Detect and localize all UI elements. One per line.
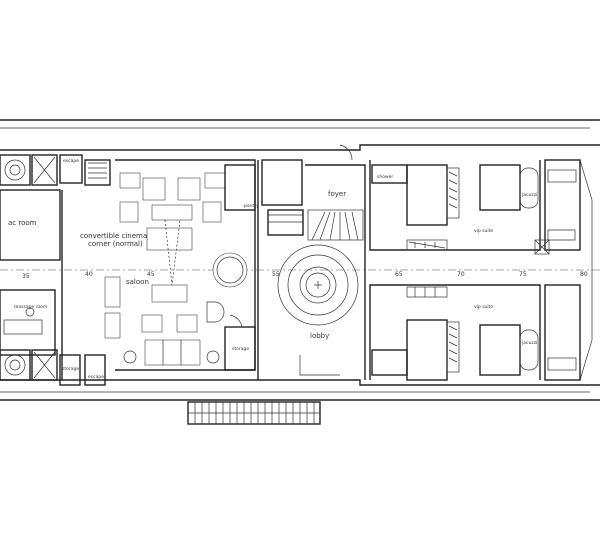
frame-mark: 80	[580, 271, 588, 278]
label-cinema-line2: corner (normal)	[88, 240, 143, 248]
label-jacuzzi-bottom: jacuzzi	[521, 340, 537, 346]
frame-numbers: 35 40 45 55 65 70 75 80	[22, 271, 588, 280]
label-saloon: saloon	[126, 278, 149, 286]
label-lobby: lobby	[310, 332, 329, 340]
label-vip-suite-bottom: vip suite	[474, 304, 493, 310]
pantry-area	[224, 159, 304, 380]
label-jacuzzi-top: jacuzzi	[521, 192, 537, 198]
frame-mark: 75	[519, 271, 527, 278]
frame-mark: 70	[457, 271, 465, 278]
frame-mark: 35	[22, 273, 30, 280]
saloon-area	[104, 159, 256, 371]
stair-lobby	[277, 144, 366, 380]
label-massage-room: massage room	[14, 304, 47, 310]
label-cinema-line1: convertible cinema	[80, 232, 147, 240]
label-pantry: pantry	[244, 203, 259, 209]
label-vip-suite-top: vip suite	[474, 228, 493, 234]
label-escape: escape	[63, 159, 79, 164]
hull-outline	[0, 119, 600, 401]
frame-mark: 40	[85, 271, 93, 278]
label-shower: shower	[377, 174, 393, 180]
frame-mark: 65	[395, 271, 403, 278]
room-labels: escape ac room convertible cinema corner…	[8, 159, 537, 380]
label-storage-aft: storage	[62, 366, 79, 372]
stair-grating	[187, 401, 321, 425]
label-foyer: foyer	[328, 190, 346, 198]
label-ac-room: ac room	[8, 219, 37, 227]
frame-mark: 55	[272, 271, 280, 278]
vip-suites	[369, 159, 581, 381]
label-storage: storage	[232, 346, 249, 352]
frame-mark: 45	[147, 271, 155, 278]
aft-rooms	[0, 154, 111, 386]
label-escape-bottom: escape	[88, 375, 104, 380]
